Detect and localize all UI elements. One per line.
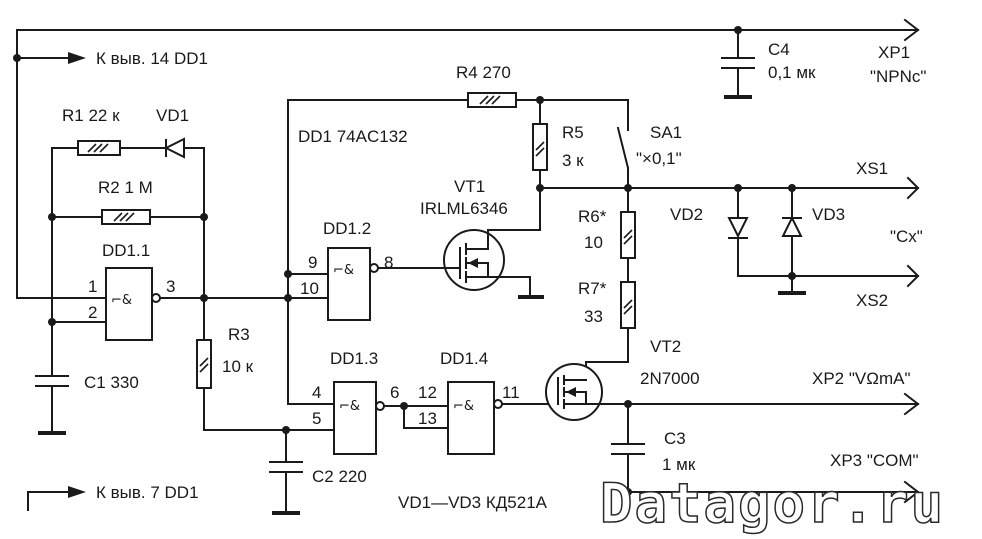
pin-1: 1 bbox=[88, 277, 97, 296]
xs2-line bbox=[737, 264, 920, 288]
pin-12: 12 bbox=[418, 383, 437, 402]
r7-label: R7* bbox=[578, 279, 607, 298]
dd1-1-symbol: ⌐& bbox=[111, 293, 132, 308]
watermark-logo: Datagor.ru bbox=[600, 472, 945, 535]
r2-label: R2 1 М bbox=[98, 178, 153, 197]
pin-3: 3 bbox=[166, 277, 175, 296]
r5-label: R5 bbox=[562, 123, 584, 142]
pin-2: 2 bbox=[88, 303, 97, 322]
c3-value: 1 мк bbox=[662, 455, 696, 474]
c3-capacitor bbox=[611, 403, 645, 496]
r4-label: R4 270 bbox=[456, 63, 511, 82]
r3-value: 10 к bbox=[222, 357, 254, 376]
c2-label: C2 220 bbox=[312, 467, 367, 486]
dd1-3-symbol: ⌐& bbox=[339, 399, 360, 414]
dd1-4-gate: ⌐& bbox=[403, 381, 559, 455]
pin-6: 6 bbox=[390, 383, 399, 402]
r7-resistor bbox=[585, 281, 636, 381]
dd1-2-label: DD1.2 bbox=[323, 219, 371, 238]
vt1-label: VT1 bbox=[454, 177, 485, 196]
diode-note: VD1—VD3 КД521А bbox=[398, 493, 548, 512]
vd2-diode bbox=[727, 187, 749, 277]
r6-resistor bbox=[620, 187, 636, 283]
pin7-label: К выв. 7 DD1 bbox=[96, 483, 199, 502]
r3-label: R3 bbox=[228, 325, 250, 344]
vt1-value: IRLML6346 bbox=[420, 199, 508, 218]
pin7-arrow bbox=[27, 486, 86, 511]
c3-label: C3 bbox=[664, 429, 686, 448]
xp1-value: "NPNc" bbox=[870, 67, 926, 86]
pin-9: 9 bbox=[308, 253, 317, 272]
supply-rail bbox=[13, 18, 920, 299]
feedback-wiring bbox=[48, 147, 208, 377]
xs1-label: XS1 bbox=[856, 159, 888, 178]
c1-capacitor bbox=[35, 375, 69, 435]
r7-value: 33 bbox=[584, 307, 603, 326]
pin-4: 4 bbox=[312, 383, 321, 402]
vd3-diode bbox=[778, 187, 806, 295]
pin-13: 13 bbox=[418, 409, 437, 428]
r3-resistor bbox=[196, 339, 212, 389]
dd1-3-label: DD1.3 bbox=[330, 349, 378, 368]
xp1-label: XP1 bbox=[878, 43, 910, 62]
vt2-transistor bbox=[545, 363, 920, 421]
r6-value: 10 bbox=[584, 233, 603, 252]
xs2-label: XS2 bbox=[856, 291, 888, 310]
gate-bus-wiring bbox=[284, 99, 469, 431]
cx-label: "Cx" bbox=[890, 227, 923, 246]
pin-5: 5 bbox=[312, 409, 321, 428]
sa1-value: "×0,1" bbox=[636, 149, 682, 168]
dd1-4-symbol: ⌐& bbox=[453, 399, 474, 414]
pin-10: 10 bbox=[300, 279, 319, 298]
c2-capacitor bbox=[269, 429, 303, 515]
r5-resistor bbox=[532, 99, 548, 189]
pin-11: 11 bbox=[502, 383, 520, 402]
c4-label: C4 bbox=[768, 40, 790, 59]
pin14-label: К выв. 14 DD1 bbox=[96, 49, 208, 68]
vt2-label: VT2 bbox=[650, 337, 681, 356]
dd1-4-label: DD1.4 bbox=[440, 349, 488, 368]
xp3-label: XP3 "COM" bbox=[830, 451, 919, 470]
dd1-2-gate: ⌐& bbox=[327, 247, 445, 321]
r5-value: 3 к bbox=[562, 151, 584, 170]
xp3-line bbox=[627, 480, 920, 504]
r6-label: R6* bbox=[578, 207, 607, 226]
c1-label: C1 330 bbox=[84, 373, 139, 392]
r4-resistor bbox=[467, 92, 629, 108]
dd1-label: DD1 74AC132 bbox=[298, 127, 408, 146]
vd3-label: VD3 bbox=[812, 205, 845, 224]
dd1-3-gate: ⌐& bbox=[333, 381, 449, 455]
c4-capacitor bbox=[721, 29, 755, 99]
vd1-diode bbox=[163, 137, 205, 159]
r1-resistor bbox=[51, 140, 167, 156]
sa1-switch bbox=[616, 99, 630, 189]
xs1-line bbox=[536, 176, 920, 200]
dd1-1-gate: ⌐& bbox=[105, 267, 205, 341]
dd1-1-label: DD1.1 bbox=[102, 241, 150, 260]
vt2-value: 2N7000 bbox=[640, 369, 700, 388]
pin-8: 8 bbox=[384, 253, 393, 272]
sa1-label: SA1 bbox=[650, 123, 682, 142]
pin14-arrow bbox=[16, 52, 86, 64]
dd1-2-symbol: ⌐& bbox=[333, 263, 354, 278]
vd1-label: VD1 bbox=[156, 106, 189, 125]
xp2-label: XP2 "VΩmA" bbox=[812, 369, 910, 388]
vt1-transistor bbox=[443, 187, 544, 299]
r2-resistor bbox=[51, 209, 205, 225]
vd2-label: VD2 bbox=[670, 205, 703, 224]
c4-value: 0,1 мк bbox=[768, 63, 816, 82]
r1-label: R1 22 к bbox=[62, 106, 120, 125]
